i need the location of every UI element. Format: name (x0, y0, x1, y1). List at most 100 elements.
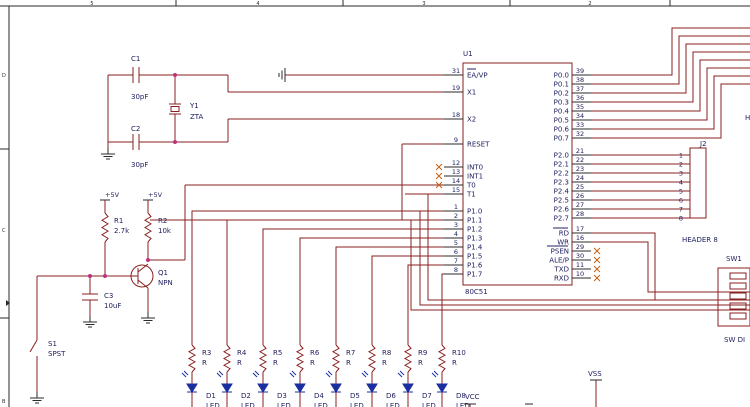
dip-switch-lever (729, 312, 747, 320)
q1-collector (137, 263, 149, 273)
crystal-body (170, 106, 180, 112)
p1-led-wire (191, 210, 444, 345)
led-body (186, 383, 198, 393)
led-resistor-ref: R4 (237, 349, 247, 357)
mcu-pin-name: P2.0 (554, 152, 569, 160)
frame-column-label: 4 (256, 1, 259, 7)
led-body (294, 383, 306, 393)
q1-emitter (137, 279, 149, 289)
mcu-pin-number: 22 (576, 156, 584, 164)
led-resistor-value: R (452, 359, 457, 367)
led-body (330, 383, 342, 393)
r2-ref: R2 (158, 217, 167, 225)
led-ray-2 (183, 370, 189, 376)
led-body (257, 383, 269, 393)
mcu-pin-number: 15 (452, 186, 460, 194)
led-value: LED (456, 402, 470, 407)
mcu-pin-name: INT0 (467, 164, 483, 172)
mcu-pin-number: 18 (452, 111, 460, 119)
mcu-pin-number: 4 (454, 230, 458, 238)
mcu-pin-number: 3 (454, 221, 458, 229)
mcu-pin-number: 23 (576, 165, 584, 173)
mcu-pin-number: 17 (576, 225, 584, 233)
mcu-pin-name: WR (557, 239, 569, 247)
q1-ref: Q1 (158, 269, 168, 277)
mcu-pin-name: P1.4 (467, 244, 483, 252)
p0-bus-wire (591, 35, 750, 85)
junction-dot (88, 274, 92, 278)
mcu-pin-number: 24 (576, 174, 584, 182)
mcu-pin-number: 29 (576, 243, 584, 251)
led-ray-2 (327, 370, 333, 376)
led-ref: D4 (314, 392, 324, 400)
led-ray-2 (433, 370, 439, 376)
p0-bus-wire (591, 43, 750, 94)
dip-switch-lever (729, 282, 747, 290)
p1-led-wire (407, 264, 444, 345)
frame-row-label: B (2, 399, 6, 405)
mcu-pin-number: 7 (454, 257, 458, 265)
led-ref: D7 (422, 392, 432, 400)
mcu-pin-number: 8 (454, 266, 458, 274)
mcu-pin-number: 1 (454, 203, 458, 211)
led-resistor-value: R (346, 359, 351, 367)
header-pin-number: 3 (679, 170, 683, 178)
led-value: LED (206, 402, 220, 407)
header-ref: J2 (699, 140, 707, 148)
mcu-pin-number: 19 (452, 84, 460, 92)
junction-dot (103, 274, 107, 278)
mcu-pin-name: P2.1 (554, 161, 569, 169)
led-body (436, 383, 448, 393)
frame-column-label: 2 (588, 1, 591, 7)
p0-bus-wire (591, 27, 750, 76)
led-value: LED (277, 402, 291, 407)
r2-body (144, 212, 152, 243)
mcu-pin-number: 37 (576, 85, 584, 93)
c2-value: 30pF (131, 161, 148, 169)
header-pin-number: 6 (679, 197, 683, 205)
mcu-pin-name: P0.3 (554, 99, 569, 107)
dip-switch-ref: SW1 (726, 255, 742, 263)
led-resistor-body (258, 344, 268, 373)
mcu-pin-name: T0 (466, 182, 476, 190)
led-resistor-ref: R8 (382, 349, 391, 357)
mcu-pin-name: P0.2 (554, 90, 569, 98)
c3-ref: C3 (104, 292, 113, 300)
r1-ref: R1 (114, 217, 123, 225)
led-ref: D1 (206, 392, 216, 400)
led-ray-1 (181, 372, 187, 378)
junction-dot (173, 140, 177, 144)
mcu-pin-name: P1.2 (467, 226, 482, 234)
led-ray-1 (289, 372, 295, 378)
led-ray-1 (361, 372, 367, 378)
header-body (689, 147, 707, 219)
mcu-part-label: 80C51 (465, 288, 488, 296)
sheet-connector-arrow (6, 300, 10, 306)
r2-supply-label: +5V (148, 191, 163, 199)
frame-row-label: D (2, 73, 6, 79)
led-value: LED (241, 402, 255, 407)
p1-led-wire (299, 237, 444, 345)
p1-led-wire (226, 219, 444, 345)
led-resistor-body (403, 344, 413, 373)
crystal-value: ZTA (190, 113, 204, 121)
crystal-ref: Y1 (189, 102, 199, 110)
mcu-pin-name: RESET (467, 141, 490, 149)
frame-row-label: C (2, 228, 6, 234)
junction-dot (146, 258, 150, 262)
led-resistor-value: R (418, 359, 423, 367)
mcu-pin-name: P0.0 (554, 72, 569, 80)
led-ray-1 (431, 372, 437, 378)
frame-column-label: 5 (90, 1, 93, 7)
mcu-pin-name: X2 (467, 116, 476, 124)
rd-wire (591, 232, 750, 301)
mcu-pin-name: P1.5 (467, 253, 482, 261)
led-resistor-ref: R7 (346, 349, 355, 357)
mcu-pin-number: 32 (576, 130, 584, 138)
mcu-pin-name: EA/VP (467, 72, 488, 80)
p0-bus-wire (591, 59, 750, 112)
led-ray-2 (399, 370, 405, 376)
led-body (221, 383, 233, 393)
mcu-pin-name: P1.3 (467, 235, 482, 243)
led-value: LED (386, 402, 400, 407)
